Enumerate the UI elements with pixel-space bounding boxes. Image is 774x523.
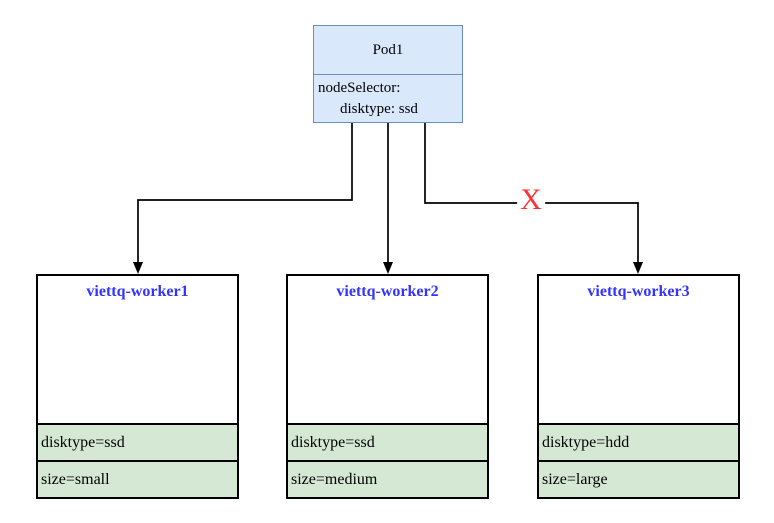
worker-node-name: viettq-worker1 bbox=[86, 283, 189, 300]
worker-node-box-3: viettq-worker3 disktype=hdd size=large bbox=[537, 274, 740, 499]
worker-label-size: size=medium bbox=[288, 460, 487, 497]
pod-selector-value: disktype: ssd bbox=[340, 101, 418, 117]
worker-node-body bbox=[539, 301, 738, 423]
worker-label-disktype: disktype=ssd bbox=[288, 423, 487, 460]
worker-label-size: size=large bbox=[539, 460, 738, 497]
worker-node-body bbox=[288, 301, 487, 423]
worker-node-name: viettq-worker3 bbox=[587, 283, 690, 300]
pod-selector-label: nodeSelector: bbox=[318, 80, 401, 96]
worker-label-disktype: disktype=hdd bbox=[539, 423, 738, 460]
worker-node-body bbox=[38, 301, 237, 423]
worker-node-box-2: viettq-worker2 disktype=ssd size=medium bbox=[286, 274, 489, 499]
pod-title: Pod1 bbox=[314, 26, 462, 75]
worker-node-name: viettq-worker2 bbox=[336, 283, 439, 300]
pod-node-selector: nodeSelector: disktype: ssd bbox=[314, 75, 462, 120]
pod-box: Pod1 nodeSelector: disktype: ssd bbox=[313, 25, 463, 123]
blocked-connection-x-marker: X bbox=[517, 185, 545, 216]
connector-pod-to-worker1 bbox=[133, 123, 353, 274]
worker-node-box-1: viettq-worker1 disktype=ssd size=small bbox=[36, 274, 239, 499]
worker-label-size: size=small bbox=[38, 460, 237, 497]
worker-label-disktype: disktype=ssd bbox=[38, 423, 237, 460]
